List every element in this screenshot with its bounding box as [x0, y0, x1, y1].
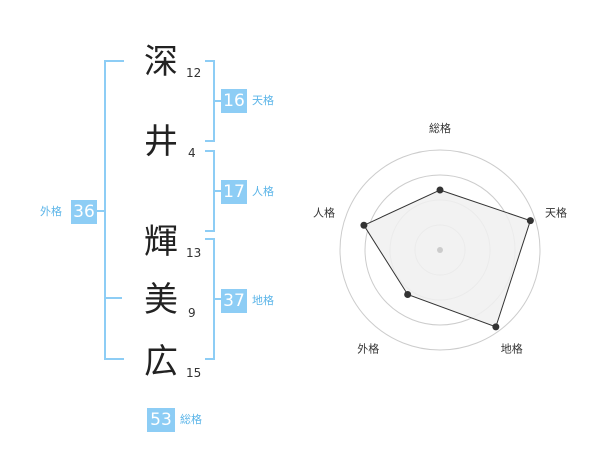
gaikaku-inner-stub — [106, 297, 122, 299]
radar-point-2 — [526, 217, 534, 225]
radar-axis-label-5: 人格 — [313, 205, 335, 219]
radar-point-4 — [404, 290, 412, 298]
gaikaku-badge: 36 — [71, 200, 97, 224]
name-char-5: 広 — [144, 342, 178, 382]
chikaku-connector — [213, 298, 221, 300]
radar-point-3 — [492, 323, 500, 331]
soukaku-label: 総格 — [180, 413, 202, 426]
chikaku-badge: 37 — [221, 289, 247, 313]
tenkaku-label: 天格 — [252, 94, 274, 107]
radar-point-5 — [360, 221, 368, 229]
jinkaku-label: 人格 — [252, 185, 274, 198]
radar-axis-label-2: 天格 — [545, 205, 567, 219]
soukaku-badge: 53 — [147, 408, 175, 432]
name-char-4: 美 — [144, 280, 178, 320]
jinkaku-badge: 17 — [221, 180, 247, 204]
stroke-count-1: 12 — [186, 66, 202, 80]
stroke-count-4: 9 — [188, 306, 196, 320]
tenkaku-badge: 16 — [221, 89, 247, 113]
radar-axis-label-3: 地格 — [501, 342, 523, 356]
radar-axis-label-1: 総格 — [429, 121, 451, 135]
gaikaku-bracket — [104, 60, 124, 360]
radar-series-polygon — [363, 189, 531, 328]
chikaku-label: 地格 — [252, 294, 274, 307]
radar-point-1 — [436, 186, 444, 194]
stroke-count-2: 4 — [188, 146, 196, 160]
tenkaku-connector — [213, 100, 221, 102]
stroke-count-5: 15 — [186, 366, 202, 380]
gaikaku-label: 外格 — [40, 205, 62, 218]
name-char-3: 輝 — [144, 222, 178, 262]
radar-axis-label-4: 外格 — [357, 342, 379, 356]
gaikaku-connector — [96, 210, 104, 212]
radar-grid-ring — [339, 149, 541, 351]
jinkaku-connector — [213, 190, 221, 192]
stroke-count-3: 13 — [186, 246, 202, 260]
radar-center-dot — [437, 247, 443, 253]
name-char-2: 井 — [144, 122, 178, 162]
name-char-1: 深 — [144, 42, 178, 82]
